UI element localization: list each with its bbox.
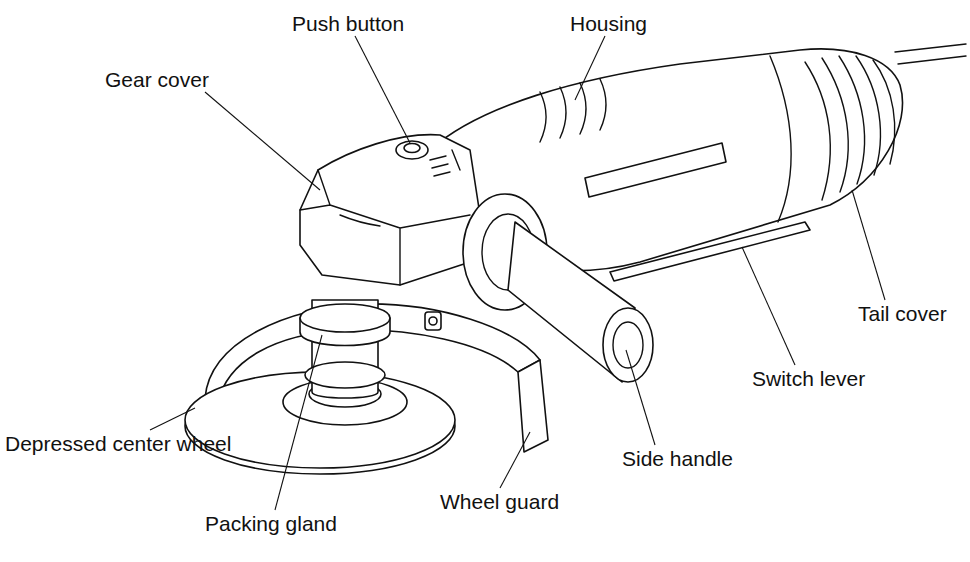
part-label: Side handle [622, 447, 733, 471]
leader-line [626, 350, 655, 445]
side-handle-end-ring [613, 322, 643, 368]
leader-line [205, 92, 320, 190]
packing-gland [300, 304, 390, 332]
part-label: Housing [570, 12, 647, 36]
part-label: Tail cover [858, 302, 947, 326]
side-handle-end [603, 308, 653, 382]
tail-cover-ribs [805, 56, 895, 200]
part-label: Wheel guard [440, 490, 559, 514]
housing-name-plate [585, 143, 726, 197]
gear-cover [300, 135, 480, 285]
guard-screw [429, 317, 437, 325]
gear-cover-vents [340, 150, 460, 226]
housing-grip-ribs [540, 79, 606, 142]
leader-line [500, 432, 530, 488]
leader-line [575, 36, 605, 100]
part-label: Packing gland [205, 512, 337, 536]
power-cord [895, 44, 966, 64]
gear-cover-edges [300, 170, 470, 285]
leader-line [742, 247, 795, 365]
push-button-cap [404, 144, 420, 153]
part-label: Switch lever [752, 367, 865, 391]
wheel-flange [305, 362, 385, 388]
part-label: Gear cover [105, 68, 209, 92]
leader-line [150, 408, 195, 430]
wheel-guard-plate [518, 360, 548, 452]
switch-lever [610, 222, 810, 281]
part-label: Depressed center wheel [5, 432, 231, 456]
push-button [396, 141, 428, 159]
leader-line [355, 36, 410, 143]
tail-cover-seam [770, 56, 791, 222]
leader-line [275, 335, 322, 510]
guard-clamp [425, 312, 441, 330]
leader-line [852, 190, 885, 300]
part-label: Push button [292, 12, 404, 36]
